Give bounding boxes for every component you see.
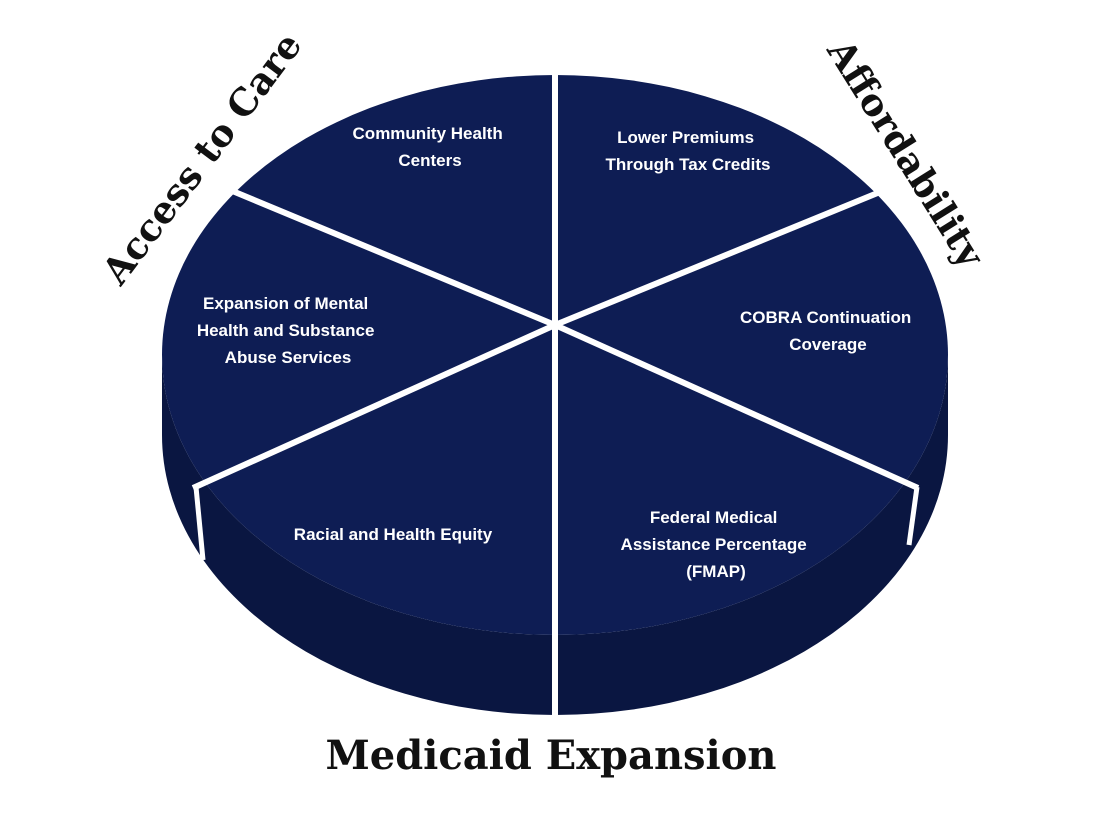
segment-label-line: Racial and Health Equity: [294, 525, 493, 544]
segment-label-line: (FMAP): [686, 562, 745, 581]
side-seams: [193, 486, 920, 561]
divider-lower-left: [191, 322, 557, 491]
divider-upper-right: [553, 189, 882, 328]
segment-label-tax-credits: Lower Premiums Through Tax Credits: [606, 128, 771, 174]
segment-label-mental-health: Expansion of Mental Health and Substance…: [197, 294, 379, 367]
segment-label-line: Abuse Services: [225, 348, 352, 367]
segment-label-line: Centers: [398, 151, 461, 170]
segment-label-line: Assistance Percentage: [621, 535, 807, 554]
segment-label-health-equity: Racial and Health Equity: [294, 525, 493, 544]
disk-side: [162, 355, 948, 715]
segment-label-line: Federal Medical: [650, 508, 778, 527]
segment-label-line: Through Tax Credits: [606, 155, 771, 174]
side-seam-left: [193, 486, 206, 561]
segment-label-line: COBRA Continuation: [740, 308, 911, 327]
segment-label-line: Expansion of Mental: [203, 294, 368, 313]
side-seam-right: [906, 486, 920, 546]
divider-lower-right: [553, 322, 920, 491]
segment-label-line: Coverage: [789, 335, 866, 354]
segment-label-fmap: Federal Medical Assistance Percentage (F…: [621, 508, 812, 581]
divider-upper-left: [228, 187, 557, 328]
segment-label-line: Community Health: [353, 124, 503, 143]
segment-label-line: Lower Premiums: [617, 128, 754, 147]
segment-label-cobra: COBRA Continuation Coverage: [740, 308, 916, 354]
category-medicaid-expansion: Medicaid Expansion: [325, 732, 776, 779]
dividers: [191, 75, 920, 715]
segment-label-community-health: Community Health Centers: [353, 124, 508, 170]
segment-label-line: Health and Substance: [197, 321, 375, 340]
